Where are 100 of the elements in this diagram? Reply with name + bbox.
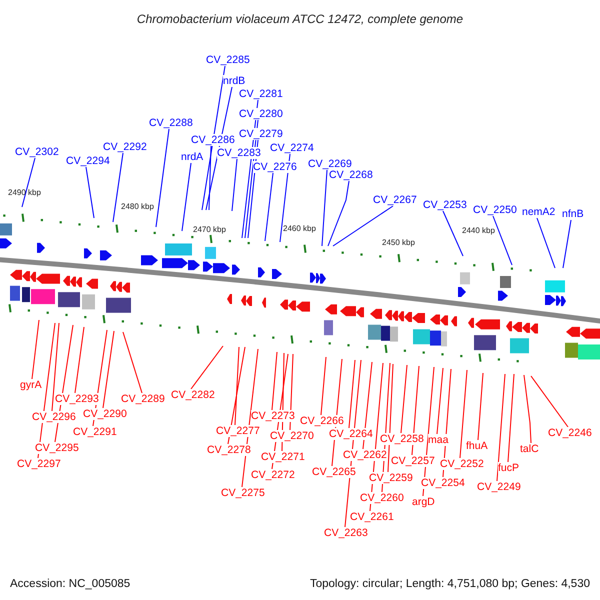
gene-label: CV_2258: [380, 433, 424, 445]
leader-line: [362, 362, 372, 450]
footer-text: Accession: NC_005085: [10, 577, 130, 592]
leader-line: [234, 346, 240, 426]
gene-label: CV_2283: [217, 147, 261, 159]
gene-label: nemA2: [522, 206, 556, 218]
gene-label: CV_2254: [421, 477, 465, 489]
gene-label: CV_2266: [300, 415, 344, 427]
leader-line: [272, 352, 278, 410]
leader-line: [322, 170, 328, 246]
leader-line: [52, 322, 60, 412]
gene-label: CV_2267: [373, 194, 417, 206]
leader-line: [562, 220, 572, 268]
leader-line: [156, 128, 170, 228]
scale-label: 2480 kbp: [121, 202, 154, 212]
leader-line: [348, 360, 356, 428]
gene-label: CV_2272: [251, 469, 295, 481]
leader-line: [190, 346, 224, 390]
footer-text: Topology: circular; Length: 4,751,080 bp; Genes: 4,530: [310, 577, 590, 592]
leader-line: [32, 320, 40, 380]
scale-label: 2470 kbp: [193, 225, 226, 235]
gene-label: talC: [520, 443, 539, 455]
leader-line: [492, 216, 512, 266]
gene-label: CV_2295: [35, 442, 79, 454]
gene-label: CV_2259: [369, 472, 413, 484]
gene-label: CV_2275: [221, 487, 265, 499]
gene-label: CV_2292: [103, 141, 147, 153]
leader-line: [280, 154, 290, 242]
gene-label: CV_2276: [253, 161, 297, 173]
gene-label: CV_2289: [121, 393, 165, 405]
leader-line: [536, 218, 556, 268]
gene-label: nrdB: [223, 75, 246, 87]
gene-label: CV_2296: [32, 411, 76, 423]
gene-label: argD: [412, 496, 435, 508]
leader-line: [22, 158, 36, 208]
gene-label: CV_2252: [440, 458, 484, 470]
gene-label: CV_2297: [17, 458, 61, 470]
gene-label: CV_2262: [343, 449, 387, 461]
leader-line: [102, 330, 114, 408]
gene-label: CV_2270: [270, 430, 314, 442]
gene-label: CV_2271: [261, 451, 305, 463]
scale-label: 2490 kbp: [8, 188, 41, 198]
gene-label: CV_2290: [83, 408, 127, 420]
leader-line: [74, 326, 84, 394]
leader-line: [496, 374, 506, 482]
scale-label: 2460 kbp: [283, 224, 316, 234]
gene-label: CV_2293: [55, 393, 99, 405]
gene-label: fhuA: [466, 440, 488, 452]
leader-line: [478, 372, 484, 440]
leader-line: [388, 364, 394, 472]
leader-line: [232, 158, 238, 212]
leader-line: [400, 364, 408, 434]
leader-line: [202, 66, 226, 210]
gene-label: CV_2263: [324, 527, 368, 539]
gene-label: CV_2269: [308, 158, 352, 170]
leader-line: [86, 166, 94, 218]
gene-label: CV_2302: [15, 146, 59, 158]
leader-line: [508, 374, 514, 462]
leader-line: [442, 210, 464, 256]
gene-label: CV_2260: [360, 492, 404, 504]
leader-line: [112, 152, 124, 222]
scale-label: 2440 kbp: [462, 226, 495, 236]
leader-line: [320, 356, 326, 416]
leader-line: [412, 366, 420, 456]
gene-label: CV_2257: [391, 455, 435, 467]
gene-label: CV_2246: [548, 427, 592, 439]
gene-label: CV_2281: [239, 88, 283, 100]
gene-label: CV_2261: [350, 511, 394, 523]
leader-line: [332, 206, 394, 246]
gene-label: fucP: [498, 462, 520, 474]
gene-label: nfnB: [562, 208, 584, 220]
gene-label: CV_2278: [207, 444, 251, 456]
gene-label: CV_2250: [473, 204, 517, 216]
leader-line: [228, 346, 246, 444]
scale-label: 2450 kbp: [382, 238, 415, 248]
gene-label: CV_2279: [239, 128, 283, 140]
gene-label: CV_2264: [329, 428, 373, 440]
leader-line: [460, 370, 468, 458]
gene-label: gyrA: [20, 379, 42, 391]
gene-label: CV_2265: [312, 466, 356, 478]
leader-line: [182, 162, 192, 232]
leader-line: [524, 374, 532, 444]
gene-label: CV_2294: [66, 155, 110, 167]
gene-label: CV_2286: [191, 134, 235, 146]
leader-line: [530, 376, 568, 428]
leader-line: [208, 146, 212, 210]
gene-label: CV_2282: [171, 389, 215, 401]
gene-label: CV_2280: [239, 108, 283, 120]
leader-line: [328, 180, 350, 246]
gene-label: CV_2249: [477, 481, 521, 493]
gene-label: CV_2288: [149, 117, 193, 129]
leader-line: [264, 172, 274, 242]
gene-label: CV_2274: [270, 142, 314, 154]
leader-line: [436, 368, 444, 434]
gene-label: CV_2291: [73, 426, 117, 438]
gene-label: CV_2285: [206, 54, 250, 66]
gene-label: CV_2273: [251, 410, 295, 422]
gene-label: CV_2277: [216, 425, 260, 437]
gene-label: nrdA: [181, 151, 204, 163]
diagram-title: Chromobacterium violaceum ATCC 12472, complete genome: [136, 11, 464, 28]
